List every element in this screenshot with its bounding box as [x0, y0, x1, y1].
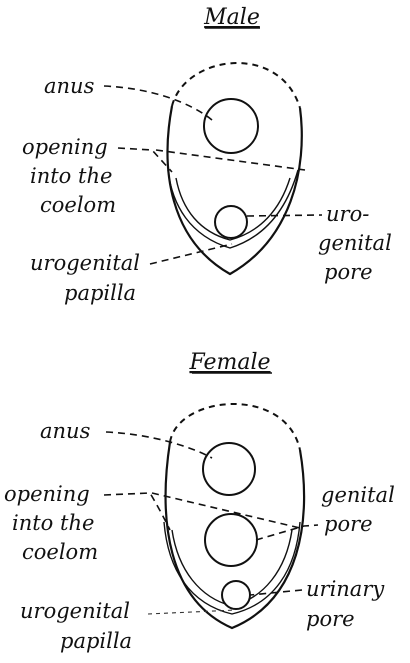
female-label-opening-2: into the — [12, 511, 94, 535]
male-label-pore-3: pore — [324, 260, 373, 284]
male-leader-opening-left — [118, 148, 172, 172]
male-label-opening-1: opening — [22, 135, 108, 159]
female-urinary-pore — [222, 581, 250, 609]
male-label-pore-2: genital — [318, 231, 392, 255]
male-label-opening-3: coelom — [40, 193, 116, 217]
male-leader-urogenital-pore — [247, 215, 322, 216]
female-diagram: Female anus opening into the coelom geni… — [4, 350, 395, 653]
female-label-papilla-2: papilla — [60, 629, 132, 653]
female-leader-anus — [106, 432, 212, 458]
male-label-anus: anus — [44, 74, 95, 98]
male-label-papilla-2: papilla — [64, 281, 136, 305]
male-urogenital-pore — [215, 206, 247, 238]
female-leader-opening-left — [104, 493, 170, 530]
male-label-opening-2: into the — [30, 164, 112, 188]
female-anus — [203, 443, 255, 495]
male-leader-papilla — [150, 244, 232, 264]
female-label-genital-1: genital — [321, 483, 395, 507]
male-leader-anus — [104, 86, 212, 120]
female-label-urinary-1: urinary — [306, 577, 385, 601]
female-label-urinary-2: pore — [306, 607, 355, 631]
male-label-pore-1: uro- — [326, 202, 369, 226]
male-anus — [204, 99, 258, 153]
female-label-opening-1: opening — [4, 482, 90, 506]
female-label-anus: anus — [40, 419, 91, 443]
female-label-genital-2: pore — [324, 512, 373, 536]
female-title: Female — [188, 350, 270, 375]
male-title: Male — [203, 5, 260, 30]
female-leader-genital-pore — [256, 525, 318, 540]
male-label-papilla-1: urogenital — [30, 251, 140, 275]
female-genital-pore — [205, 514, 257, 566]
female-label-opening-3: coelom — [22, 540, 98, 564]
female-label-papilla-1: urogenital — [20, 599, 130, 623]
male-diagram: Male anus opening into the coelom uro- g… — [22, 5, 392, 305]
